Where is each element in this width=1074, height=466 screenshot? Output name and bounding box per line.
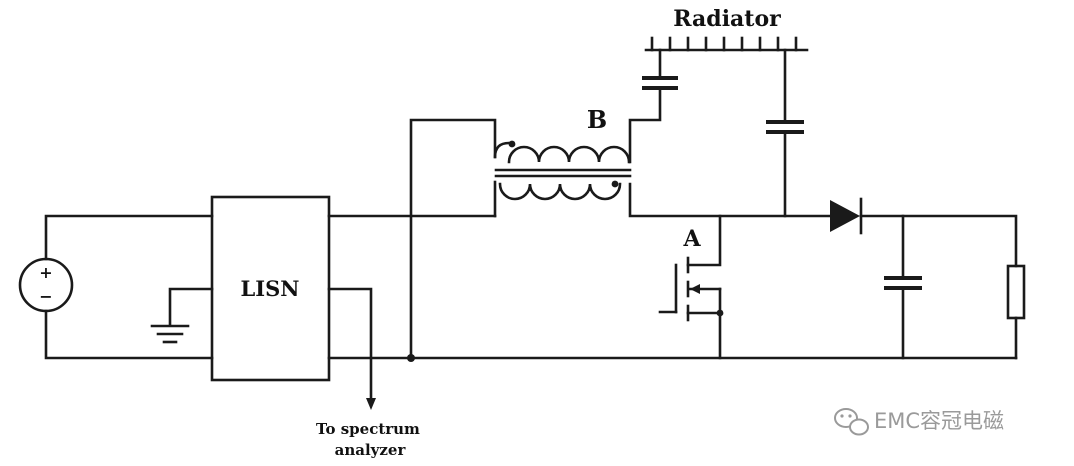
mosfet-source-dot [716, 309, 724, 317]
mosfet-a [658, 256, 722, 322]
load-resistor [1006, 264, 1026, 320]
diode [830, 197, 863, 235]
voltage-source: + − [18, 257, 74, 313]
lisn-label: LISN [241, 276, 300, 301]
source-plus-label: + [39, 263, 52, 282]
wire-source-bottom [44, 309, 214, 360]
capacitor-output [884, 276, 922, 290]
ground-icon [150, 324, 190, 344]
radiator [644, 36, 809, 52]
arrow-down-icon [366, 398, 376, 410]
radiator-label: Radiator [673, 6, 781, 32]
analyzer-label-line2: analyzer [335, 441, 407, 459]
junction-dot [407, 354, 415, 362]
wire-transformer-to-cgprime [628, 86, 662, 164]
wire-analyzer [327, 287, 373, 400]
polarity-dot-secondary [611, 180, 619, 188]
wire-drain [686, 214, 722, 267]
capacitor-cg [766, 120, 804, 134]
transformer-b [493, 140, 632, 201]
switch-label: A [682, 226, 701, 252]
wire-primary-feed [409, 118, 497, 360]
polarity-dot-primary [508, 140, 516, 148]
wire-source-top [44, 214, 214, 261]
capacitor-cg-prime [642, 76, 678, 90]
wechat-icon [834, 408, 869, 436]
watermark-text: EMC容冠电磁 [874, 409, 1004, 433]
wire-secondary-to-node [628, 182, 832, 218]
analyzer-label-line1: To spectrum [316, 420, 420, 438]
transformer-label: B [587, 105, 607, 134]
wire-diode-output [859, 214, 1018, 268]
source-minus-label: − [39, 287, 52, 306]
wire-ground [168, 287, 214, 326]
